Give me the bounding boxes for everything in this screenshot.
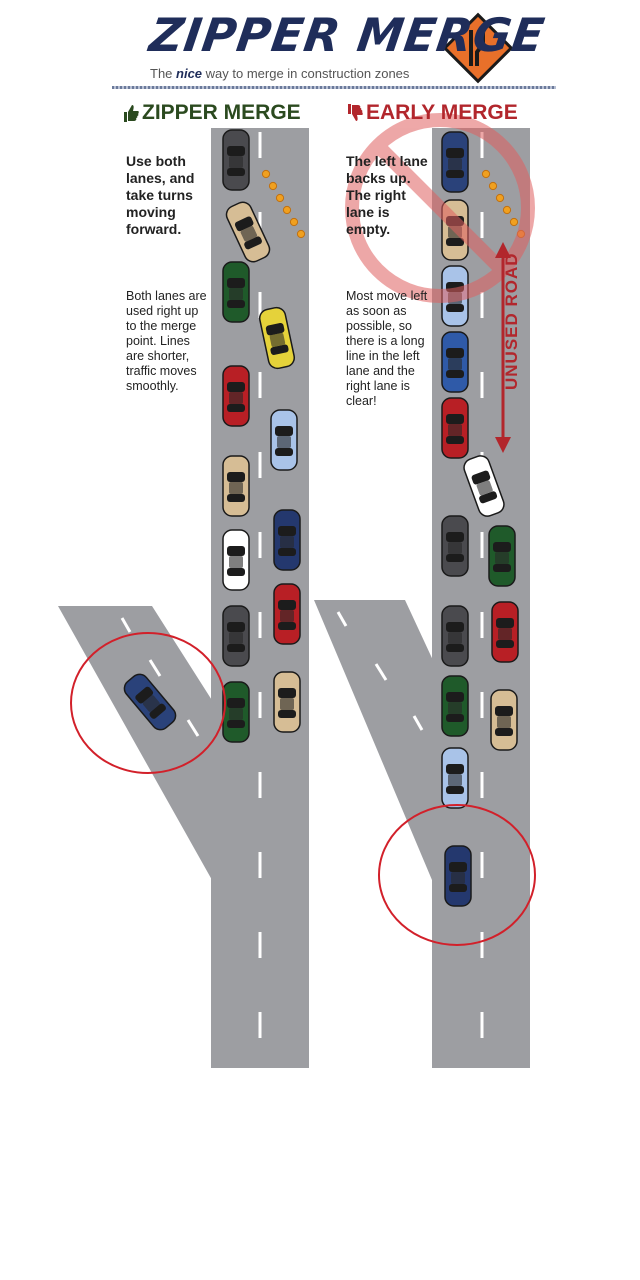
car-icon bbox=[258, 306, 296, 370]
car-icon bbox=[441, 747, 469, 809]
car-icon bbox=[491, 601, 519, 663]
early-summary: The left lane backs up. The right lane i… bbox=[346, 153, 428, 237]
lane-dash bbox=[336, 611, 348, 627]
car-icon bbox=[463, 455, 505, 517]
car-icon bbox=[490, 689, 518, 751]
thumbs-down-icon bbox=[348, 104, 363, 121]
cone-icon bbox=[509, 217, 519, 227]
cone-icon bbox=[502, 205, 512, 215]
car-icon bbox=[441, 131, 469, 193]
lane-dash bbox=[374, 663, 388, 681]
car-icon bbox=[441, 397, 469, 459]
early-detail: Most move left as soon as possible, so t… bbox=[346, 289, 428, 408]
car-icon bbox=[488, 525, 516, 587]
car-icon bbox=[273, 509, 301, 571]
zipper-detail: Both lanes are used right up to the merg… bbox=[126, 289, 207, 393]
cone-icon bbox=[488, 181, 498, 191]
zipper-heading: ZIPPER MERGE bbox=[122, 101, 301, 125]
car-icon bbox=[123, 673, 177, 731]
lane-dash bbox=[186, 719, 200, 737]
no-symbol-icon bbox=[345, 113, 535, 303]
cone-icon bbox=[275, 193, 285, 203]
page-title: ZIPPER MERGE bbox=[146, 8, 549, 62]
cars bbox=[123, 129, 519, 907]
lane-dash bbox=[148, 659, 162, 677]
car-icon bbox=[222, 365, 250, 427]
cone-icon bbox=[481, 169, 491, 179]
car-icon bbox=[222, 529, 250, 591]
car-icon bbox=[441, 515, 469, 577]
early-heading: EARLY MERGE bbox=[346, 101, 518, 125]
cone-icon bbox=[261, 169, 271, 179]
car-icon bbox=[222, 605, 250, 667]
double-arrow-icon bbox=[495, 242, 511, 453]
car-icon bbox=[441, 331, 469, 393]
cone-icon bbox=[495, 193, 505, 203]
car-icon bbox=[441, 675, 469, 737]
cone-icon bbox=[282, 205, 292, 215]
car-icon bbox=[222, 261, 250, 323]
highlight-circle-early bbox=[378, 804, 536, 946]
car-icon bbox=[273, 671, 301, 733]
car-icon bbox=[270, 409, 298, 471]
car-icon bbox=[222, 681, 250, 743]
car-icon bbox=[222, 455, 250, 517]
thumbs-up-icon bbox=[124, 105, 139, 122]
lane-dash bbox=[412, 715, 424, 731]
tagline: The nice way to merge in construction zo… bbox=[150, 66, 410, 81]
unused-road-label: UNUSED ROAD bbox=[502, 252, 521, 390]
cone-icon bbox=[289, 217, 299, 227]
cone-icon bbox=[296, 229, 306, 239]
divider bbox=[112, 86, 556, 89]
zipper-road bbox=[58, 128, 309, 1068]
zipper-summary: Use both lanes, and take turns moving fo… bbox=[126, 153, 195, 237]
car-icon bbox=[444, 845, 472, 907]
highlight-circle-zipper bbox=[70, 632, 226, 774]
car-icon bbox=[225, 201, 271, 263]
cone-icon bbox=[268, 181, 278, 191]
car-icon bbox=[222, 129, 250, 191]
car-icon bbox=[273, 583, 301, 645]
lane-dash bbox=[120, 617, 132, 633]
car-icon bbox=[441, 605, 469, 667]
